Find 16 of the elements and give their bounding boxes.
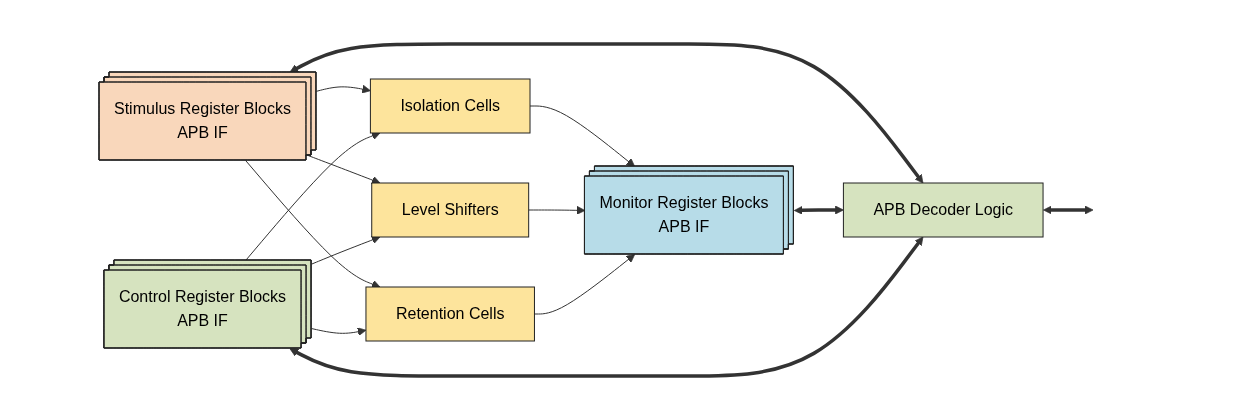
arrow [534, 253, 636, 314]
arrow [528, 205, 586, 215]
arrow [289, 236, 924, 378]
arrow [311, 235, 381, 265]
arrow [1043, 205, 1094, 214]
arrow [530, 105, 636, 167]
arrow [316, 84, 372, 93]
arrow [308, 154, 381, 184]
node-box: Isolation Cells [370, 78, 531, 133]
arrow [245, 131, 381, 261]
node-box: Retention Cells [365, 286, 536, 341]
node-box: APB Decoder Logic [843, 182, 1044, 237]
arrow [311, 326, 367, 336]
arrow [289, 41, 924, 183]
node-box: Level Shifters [371, 182, 530, 237]
arrow [245, 159, 381, 288]
